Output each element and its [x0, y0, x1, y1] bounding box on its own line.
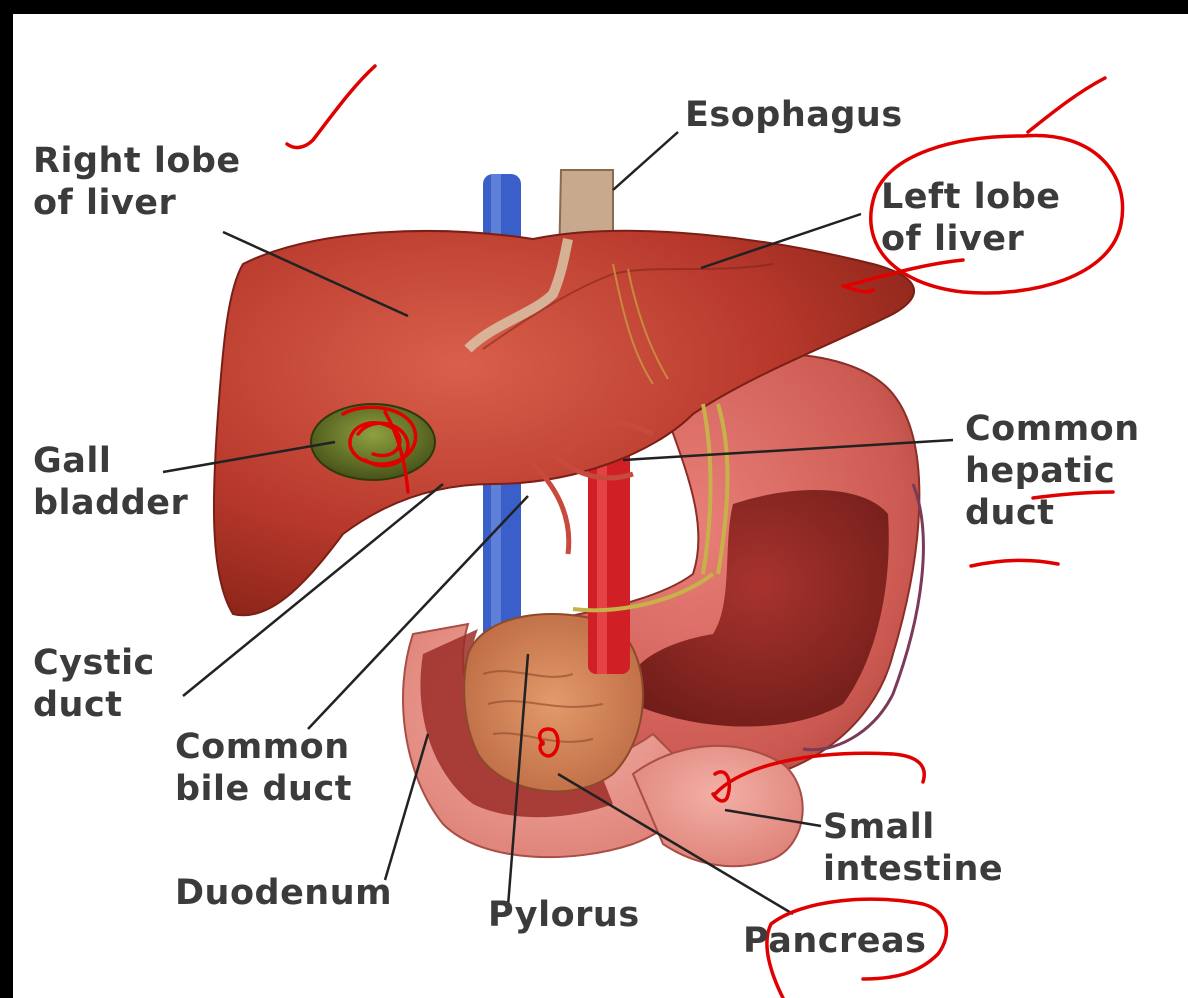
label-pancreas: Pancreas: [743, 920, 926, 962]
check-mark-left: [287, 66, 375, 147]
label-left-lobe: Left lobe of liver: [881, 176, 1061, 260]
aorta-highlight: [597, 434, 607, 674]
check-mark-right: [1028, 78, 1105, 132]
leader-duodenum: [385, 734, 428, 880]
label-pylorus: Pylorus: [488, 894, 640, 936]
label-right-lobe: Right lobe of liver: [33, 140, 241, 224]
underline-duct: [971, 560, 1058, 566]
label-common-bile-duct: Common bile duct: [175, 726, 352, 810]
diagram-canvas: Esophagus Right lobe of liver Left lobe …: [13, 14, 1188, 998]
label-esophagus: Esophagus: [685, 94, 903, 136]
label-small-intestine: Small intestine: [823, 806, 1003, 890]
label-gall-bladder: Gall bladder: [33, 440, 188, 524]
label-duodenum: Duodenum: [175, 872, 392, 914]
leader-esophagus: [613, 132, 678, 190]
aorta: [588, 434, 630, 674]
label-common-hepatic-duct: Common hepatic duct: [965, 408, 1140, 534]
label-cystic-duct: Cystic duct: [33, 642, 155, 726]
